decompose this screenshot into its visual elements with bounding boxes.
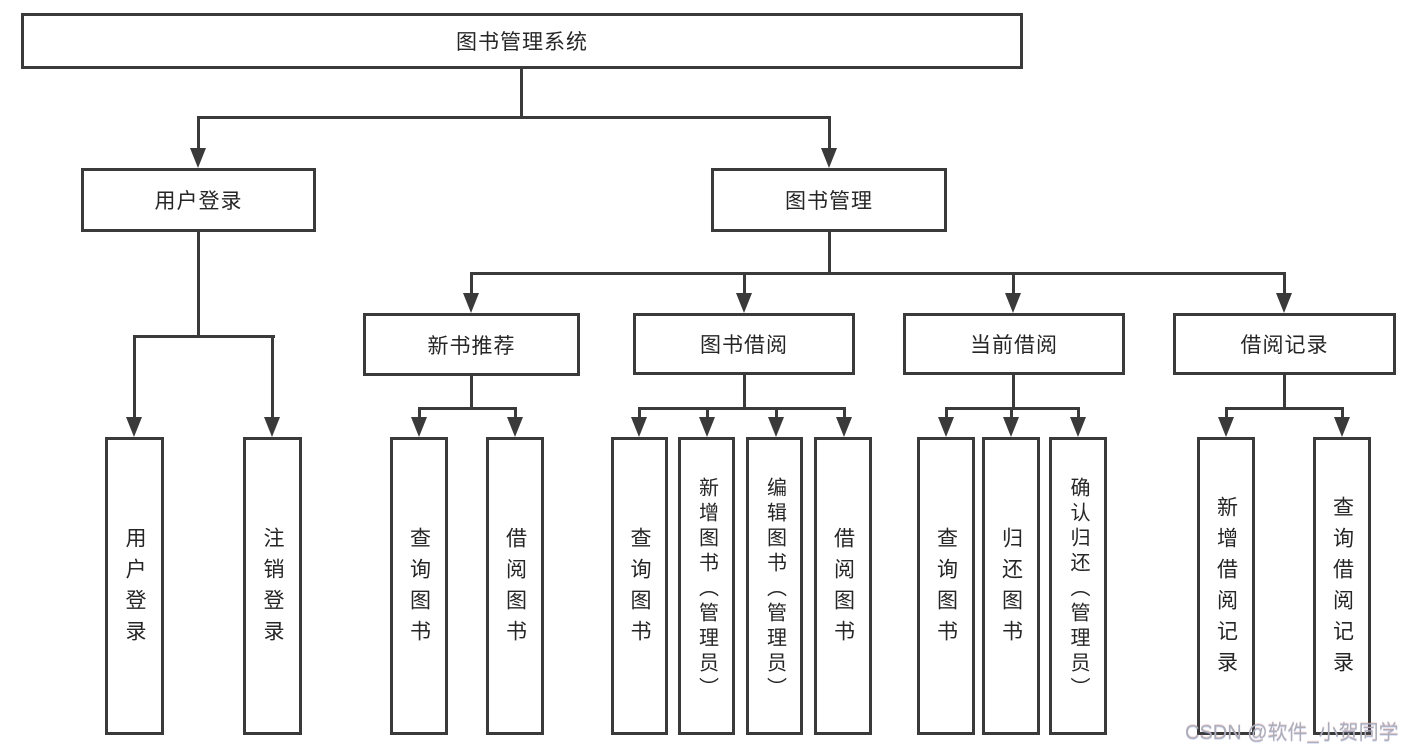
leaf-add-book-admin: 新增图书（管理员）: [678, 437, 735, 735]
leaf-logout: 注销登录: [243, 437, 302, 735]
leaf-user-login: 用户登录: [105, 437, 164, 735]
arrowhead-borrow-c3: [768, 417, 784, 437]
node-borrow-record: 借阅记录: [1173, 313, 1396, 375]
leaf-return-book: 归还图书: [982, 437, 1040, 735]
connector-root-bar: [197, 116, 831, 119]
node-root-library-system: 图书管理系统: [21, 13, 1023, 69]
arrowhead-current-c3: [1070, 417, 1086, 437]
arrowhead-current-c2: [1003, 417, 1019, 437]
connector-to-newrec: [470, 272, 473, 295]
arrowhead-user-login: [190, 148, 206, 168]
connector-newrec-c1: [418, 407, 421, 419]
connector-to-borrow: [743, 272, 746, 295]
leaf-confirm-return-admin: 确认归还（管理员）: [1049, 437, 1107, 735]
arrowhead-newrec-c2: [507, 417, 523, 437]
arrowhead-borrow: [736, 293, 752, 313]
connector-to-leaf-login: [133, 335, 136, 419]
connector-to-leaf-logout: [271, 335, 274, 419]
connector-record-bar: [1225, 407, 1344, 410]
leaf-borrow-book: 借阅图书: [814, 437, 872, 735]
connector-to-user-login: [197, 116, 200, 152]
arrowhead-borrow-c4: [836, 417, 852, 437]
connector-newrec-c2: [514, 407, 517, 419]
connector-current-c2: [1010, 407, 1013, 419]
leaf-query-book-current: 查询图书: [917, 437, 975, 735]
node-book-borrow: 图书借阅: [633, 313, 855, 375]
arrowhead-record-c2: [1334, 417, 1350, 437]
connector-borrow-c4: [843, 407, 846, 419]
arrowhead-record-c1: [1218, 417, 1234, 437]
connector-root-stem: [520, 69, 523, 119]
arrowhead-borrow-c2: [699, 417, 715, 437]
leaf-query-book-borrow: 查询图书: [611, 437, 668, 735]
connector-record-stem: [1283, 375, 1286, 410]
connector-borrow-c1: [638, 407, 641, 419]
node-book-management: 图书管理: [711, 168, 947, 232]
arrowhead-leaf-login: [126, 417, 142, 437]
leaf-query-book-newrec: 查询图书: [390, 437, 448, 735]
connector-mgmt-stem: [828, 232, 831, 275]
leaf-edit-book-admin: 编辑图书（管理员）: [746, 437, 803, 735]
connector-record-c1: [1225, 407, 1228, 419]
connector-newrec-stem: [470, 376, 473, 410]
leaf-query-borrow-record: 查询借阅记录: [1313, 437, 1371, 735]
csdn-watermark: CSDN @软件_小贺同学: [1185, 722, 1399, 744]
connector-borrow-c3: [775, 407, 778, 419]
connector-newrec-bar: [418, 407, 517, 410]
arrowhead-record: [1276, 293, 1292, 313]
connector-record-c2: [1341, 407, 1344, 419]
connector-mgmt-bar: [470, 272, 1286, 275]
connector-borrow-stem: [743, 375, 746, 410]
arrowhead-newrec-c1: [411, 417, 427, 437]
node-user-login: 用户登录: [81, 168, 316, 232]
connector-borrow-bar: [638, 407, 846, 410]
connector-current-c1: [945, 407, 948, 419]
leaf-borrow-book-newrec: 借阅图书: [486, 437, 544, 735]
connector-login-stem: [197, 232, 200, 338]
connector-current-stem: [1012, 375, 1015, 410]
node-new-book-recommend: 新书推荐: [363, 313, 580, 376]
connector-current-c3: [1077, 407, 1080, 419]
arrowhead-borrow-c1: [631, 417, 647, 437]
connector-to-book-mgmt: [828, 116, 831, 152]
connector-to-current: [1012, 272, 1015, 295]
arrowhead-current-c1: [938, 417, 954, 437]
connector-to-record: [1283, 272, 1286, 295]
connector-borrow-c2: [706, 407, 709, 419]
arrowhead-newrec: [463, 293, 479, 313]
leaf-add-borrow-record: 新增借阅记录: [1197, 437, 1255, 735]
arrowhead-current: [1005, 293, 1021, 313]
node-current-borrow: 当前借阅: [903, 313, 1125, 375]
arrowhead-leaf-logout: [264, 417, 280, 437]
connector-login-bar: [133, 335, 275, 338]
arrowhead-book-mgmt: [821, 148, 837, 168]
